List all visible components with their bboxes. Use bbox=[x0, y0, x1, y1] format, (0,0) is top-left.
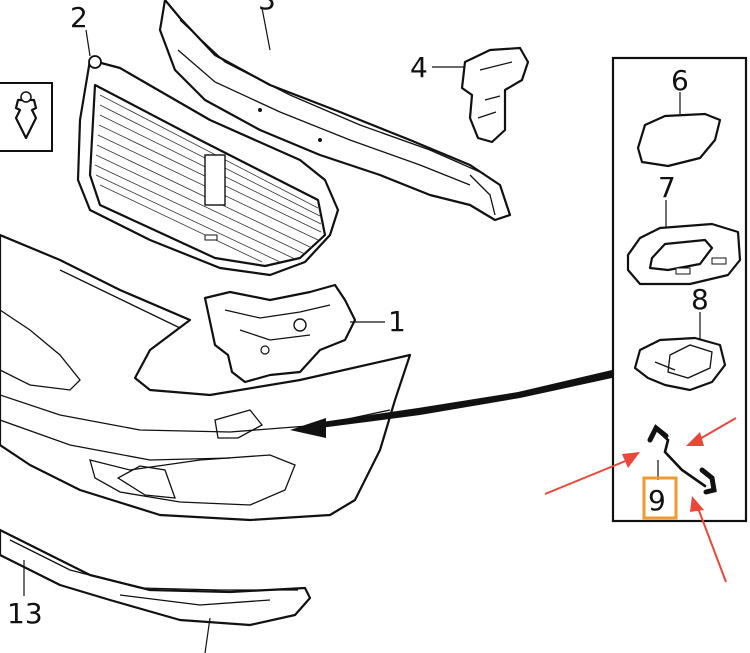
callout-6: 6 bbox=[671, 64, 689, 97]
callout-9: 9 bbox=[648, 484, 666, 517]
part-9-hose bbox=[647, 424, 717, 495]
callout-3: 3 bbox=[258, 0, 276, 16]
part-1-bracket bbox=[203, 283, 357, 384]
callout-2: 2 bbox=[70, 1, 88, 34]
part-8-housing bbox=[633, 336, 727, 392]
part-6-nozzle-cover bbox=[636, 112, 722, 168]
callout-8: 8 bbox=[691, 283, 709, 316]
callout-1: 1 bbox=[388, 305, 406, 338]
highlight-box bbox=[642, 476, 678, 520]
bumper-cover bbox=[0, 233, 412, 522]
pointer-arrow bbox=[290, 370, 612, 438]
callout-13: 13 bbox=[7, 597, 43, 630]
part-7-frame bbox=[626, 222, 742, 286]
clip-inset bbox=[0, 82, 53, 152]
grille-slats bbox=[94, 94, 322, 263]
callout-4: 4 bbox=[410, 51, 428, 84]
part-2-grille bbox=[76, 55, 340, 277]
red-arrows bbox=[544, 417, 737, 583]
part-3-reinforcement-beam bbox=[158, 0, 512, 222]
callout-7: 7 bbox=[658, 171, 676, 204]
part-13-lower-spoiler bbox=[0, 528, 312, 627]
part-4-bracket bbox=[460, 46, 530, 144]
